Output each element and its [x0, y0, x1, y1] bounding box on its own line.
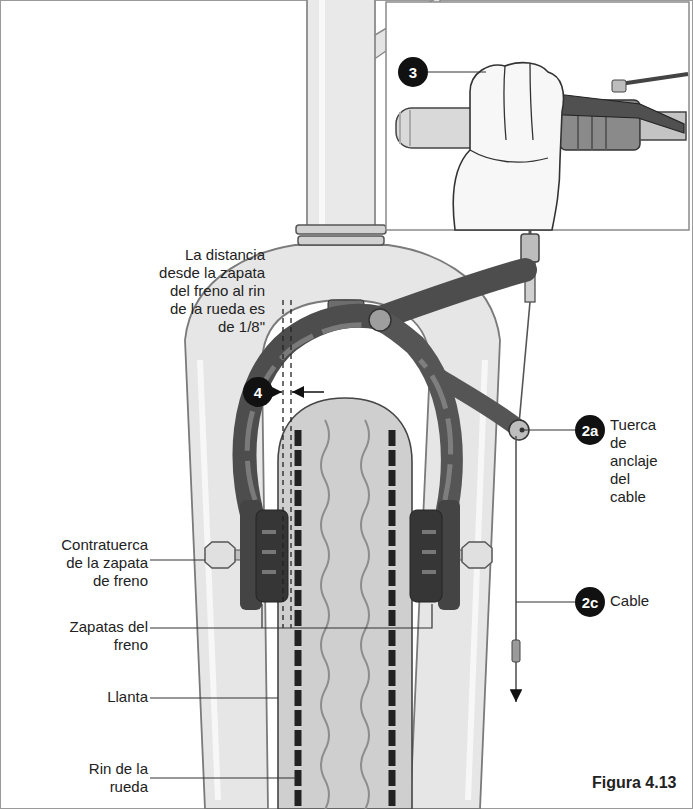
tube-highlight — [319, 0, 325, 226]
callout-number: 2a — [575, 415, 605, 445]
caliper-slot — [420, 360, 451, 500]
leader-line — [516, 601, 575, 602]
callout-text: 2c — [582, 595, 599, 610]
callout-text: 4 — [254, 385, 262, 400]
part-label: Llanta — [52, 688, 148, 706]
wheel-rim — [295, 430, 302, 809]
pivot-bolt — [369, 309, 391, 331]
brake-cable — [519, 302, 530, 424]
leader-line — [150, 559, 205, 560]
dimension-arrow — [273, 391, 282, 393]
dimension-line — [282, 300, 283, 628]
caliper-arm — [244, 270, 525, 545]
tire-tread — [321, 420, 329, 809]
wheel-rim — [389, 430, 396, 809]
dimension-arrow — [292, 391, 324, 393]
leader-dot — [520, 428, 525, 433]
tire-tread — [361, 420, 369, 809]
part-label: Rin de la rueda — [68, 760, 148, 796]
caliper-arm — [440, 378, 518, 428]
headset-ring — [296, 225, 386, 234]
thumb-line — [470, 150, 548, 162]
pad-groove — [422, 532, 436, 572]
callout-number: 3 — [398, 57, 428, 87]
fork-highlight — [468, 360, 485, 800]
figure-caption: Figura 4.13 — [592, 774, 676, 792]
grip-ridge — [400, 110, 410, 146]
part-label: Tuerca de anclaje del cable — [610, 416, 666, 506]
pad-locknut — [205, 542, 235, 568]
part-label: Zapatas del freno — [52, 618, 148, 654]
leader-bracket — [150, 604, 432, 628]
pad-groove — [262, 532, 276, 572]
part-label: La distancia desde la zapata del freno a… — [150, 246, 265, 336]
finger-line — [504, 63, 533, 140]
headset-ring — [298, 236, 384, 245]
cable-end — [512, 640, 520, 662]
part-label: Cable — [610, 592, 680, 610]
leader-line — [522, 429, 575, 430]
brake-pad — [410, 510, 442, 602]
head-tube — [307, 0, 375, 230]
callout-text: 2a — [582, 423, 599, 438]
inset-box — [386, 2, 689, 230]
callout-text: 3 — [409, 65, 417, 80]
callout-number: 4 — [243, 377, 273, 407]
barrel-adjuster — [521, 234, 539, 262]
fork-highlight — [200, 360, 218, 800]
leader-line — [150, 697, 278, 698]
leader-line — [150, 777, 296, 778]
dimension-line — [290, 300, 291, 628]
callout-number: 2c — [575, 587, 605, 617]
part-label: Contratuerca de la zapata de freno — [52, 536, 148, 590]
leader-line — [428, 71, 486, 72]
caliper-slot — [247, 325, 378, 500]
inset-cable — [620, 74, 688, 84]
inset-barrel — [612, 80, 626, 92]
hand — [453, 63, 563, 230]
pad-locknut — [462, 542, 492, 568]
tire — [278, 398, 412, 809]
